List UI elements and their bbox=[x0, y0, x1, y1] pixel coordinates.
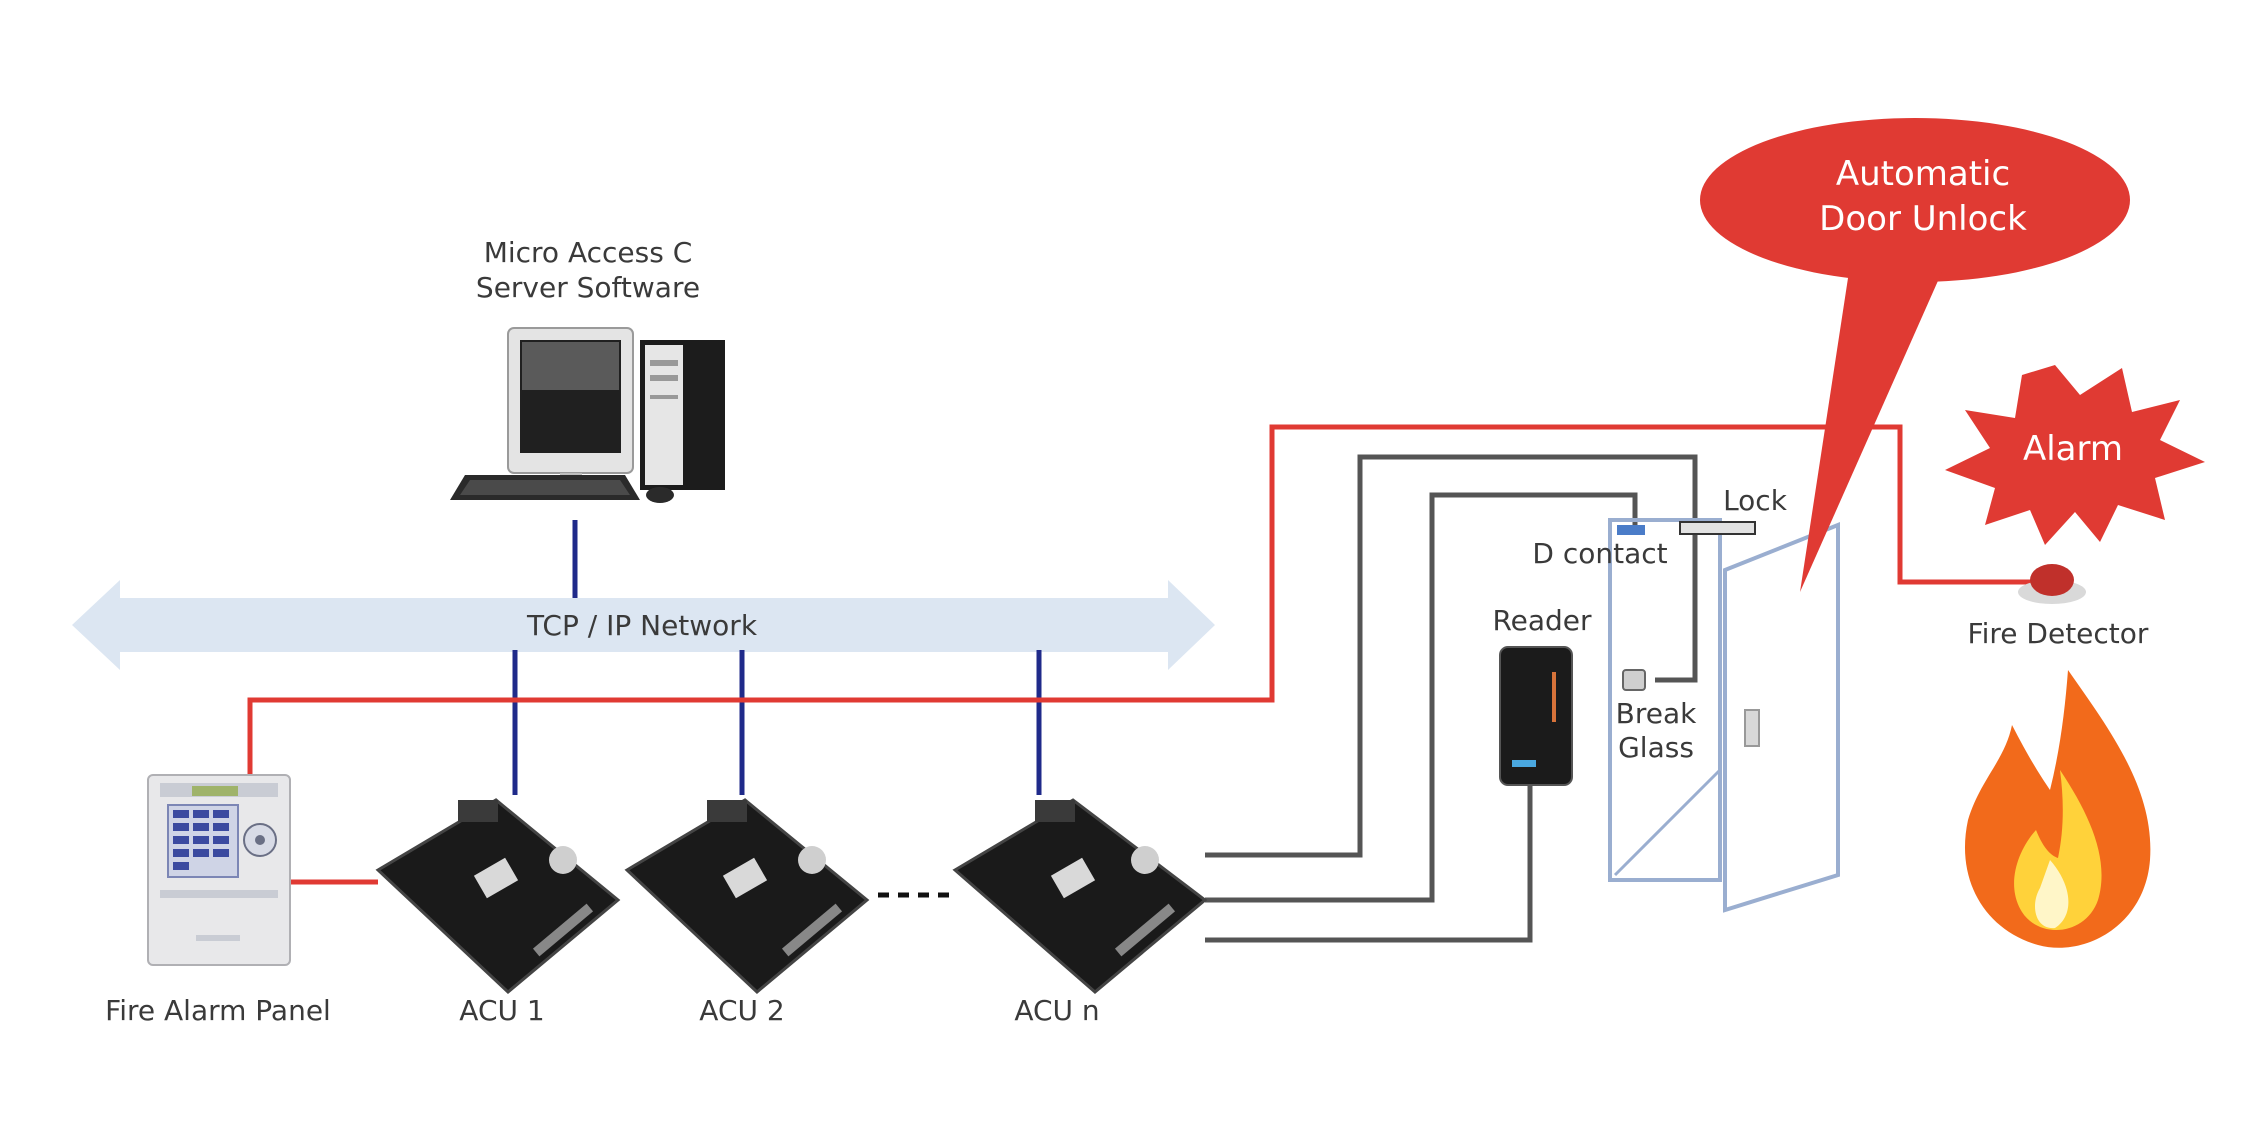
acu-1-label: ACU 1 bbox=[459, 994, 544, 1027]
break-glass-label-line2: Glass bbox=[1618, 731, 1694, 764]
bubble-label-line1: Automatic bbox=[1836, 154, 2010, 194]
alarm-burst bbox=[1945, 365, 2205, 545]
card-reader-icon bbox=[1499, 646, 1573, 786]
server-label-line1: Micro Access C bbox=[484, 236, 693, 269]
server-computer-icon bbox=[450, 327, 725, 503]
fire-alarm-panel-label: Fire Alarm Panel bbox=[105, 994, 331, 1027]
network-links bbox=[512, 520, 1042, 795]
d-contact-label: D contact bbox=[1532, 537, 1667, 570]
acu-n-label: ACU n bbox=[1014, 994, 1099, 1027]
acu-2-label: ACU 2 bbox=[699, 994, 784, 1027]
break-glass-label-line1: Break bbox=[1616, 697, 1697, 730]
server-label-line2: Server Software bbox=[476, 271, 700, 304]
auto-unlock-bubble bbox=[1700, 118, 2130, 592]
reader-label: Reader bbox=[1492, 604, 1592, 637]
alarm-label: Alarm bbox=[2023, 429, 2123, 469]
alarm-wiring bbox=[247, 424, 2040, 885]
break-glass-icon bbox=[1622, 669, 1646, 691]
acu-2-board-icon bbox=[624, 798, 870, 995]
fire-flame-icon bbox=[1964, 670, 2151, 948]
network-label: TCP / IP Network bbox=[526, 609, 758, 642]
door-wiring bbox=[1205, 454, 1698, 943]
door-icon bbox=[1608, 518, 1840, 913]
fire-detector-label: Fire Detector bbox=[1968, 617, 2149, 650]
network-arrow bbox=[72, 580, 1215, 670]
fire-alarm-panel-icon bbox=[147, 774, 291, 966]
acu-1-board-icon bbox=[375, 798, 621, 995]
fire-detector-icon bbox=[2018, 564, 2086, 604]
labels: Micro Access C Server Software TCP / IP … bbox=[105, 154, 2149, 1027]
acu-n-board-icon bbox=[952, 798, 1208, 994]
bubble-label-line2: Door Unlock bbox=[1819, 199, 2027, 239]
lock-icon bbox=[1679, 521, 1756, 535]
lock-label: Lock bbox=[1723, 484, 1788, 517]
